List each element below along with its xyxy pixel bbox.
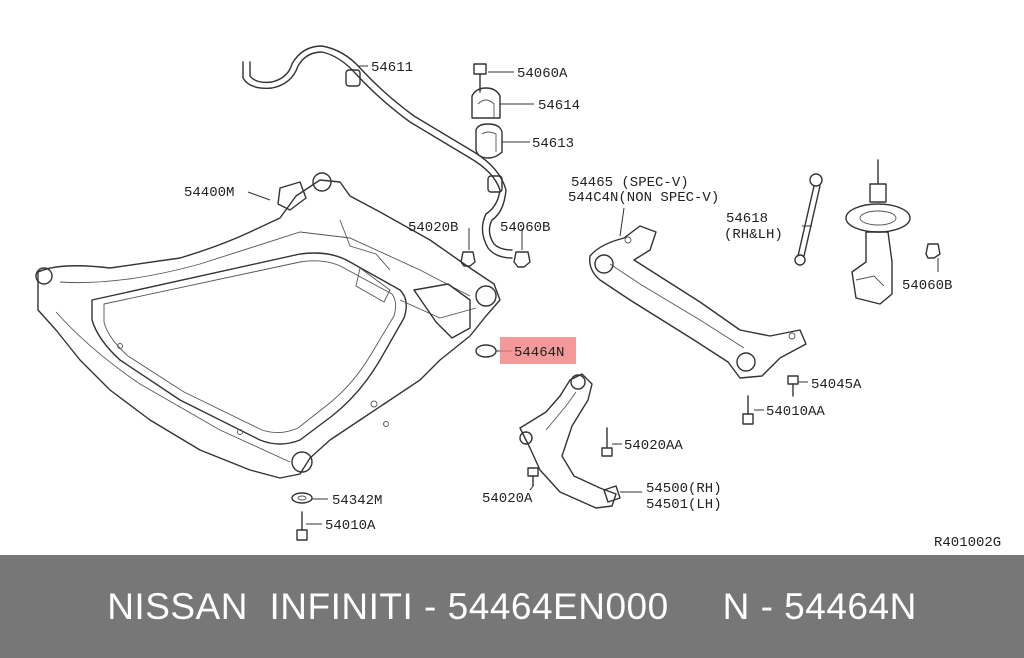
label-54501: 54501(LH) — [646, 497, 722, 513]
parts-diagram: 54611 54060A 54614 54613 54400M 54020B 5… — [35, 45, 1001, 551]
label-54464n: 54464N — [514, 345, 564, 361]
label-54342m: 54342M — [332, 493, 382, 509]
label-54020aa: 54020AA — [624, 438, 683, 454]
label-54500: 54500(RH) — [646, 481, 722, 497]
part-number-text: NISSAN INFINITI - 54464EN000 N - 54464N — [107, 585, 917, 627]
stabilizer-bar — [242, 45, 513, 259]
label-54060b-right: 54060B — [902, 278, 952, 294]
leader-lines — [247, 65, 939, 525]
label-54020a: 54020A — [482, 491, 533, 507]
nut-54060b-right — [925, 243, 941, 259]
label-544c4n: 544C4N(NON SPEC-V) — [568, 190, 719, 206]
cross-member — [589, 225, 807, 379]
stabilizer-link — [794, 173, 823, 266]
label-54010aa: 54010AA — [766, 404, 825, 420]
label-54400m: 54400M — [184, 185, 234, 201]
clamp-bracket — [471, 87, 501, 119]
label-54010a: 54010A — [325, 518, 376, 534]
label-54020b: 54020B — [408, 220, 458, 236]
label-54618-side: (RH&LH) — [724, 227, 783, 243]
label-54045a: 54045A — [811, 377, 862, 393]
label-54613: 54613 — [532, 136, 574, 152]
suspension-member — [35, 172, 501, 479]
label-54060b-left: 54060B — [500, 220, 550, 236]
washer-54464n — [475, 344, 497, 358]
reference-code: R401002G — [934, 535, 1001, 551]
lower-arm — [519, 373, 621, 509]
part-number-banner: NISSAN INFINITI - 54464EN000 N - 54464N — [0, 555, 1024, 658]
label-54060a: 54060A — [517, 66, 568, 82]
bolt-54010a — [296, 511, 308, 541]
bolt-54020a — [527, 467, 539, 487]
label-54614: 54614 — [538, 98, 580, 114]
washer-54342m — [291, 492, 313, 504]
bolt-54020aa — [601, 427, 613, 457]
bolt-54045a — [787, 375, 799, 397]
bushing — [475, 123, 503, 159]
bolt-54010aa — [742, 395, 754, 425]
strut-assembly — [845, 159, 911, 305]
nut-54060b-left — [513, 251, 531, 268]
highlight-54464n — [500, 337, 576, 364]
label-54618: 54618 — [726, 211, 768, 227]
label-54465: 54465 (SPEC-V) — [571, 175, 689, 191]
label-54611: 54611 — [371, 60, 413, 76]
